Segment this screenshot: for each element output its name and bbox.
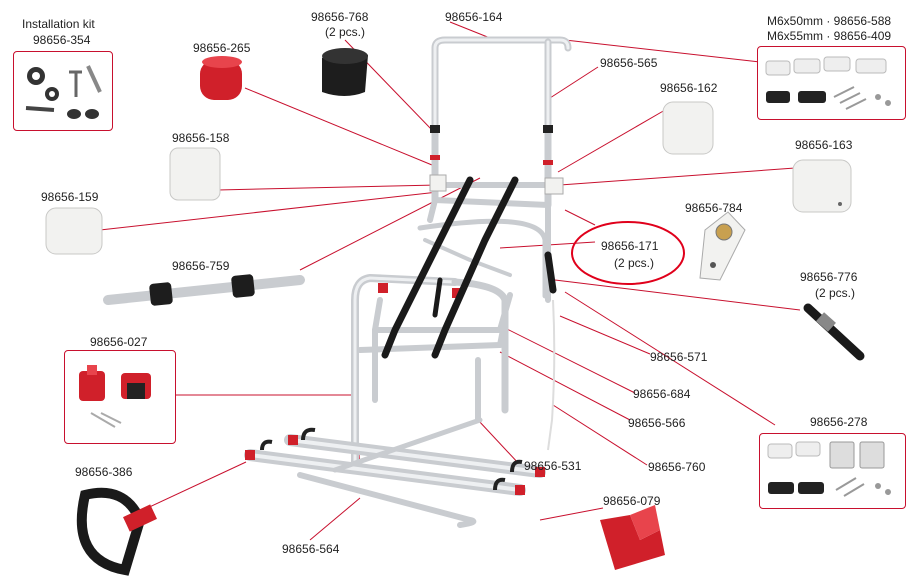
part-label-98656-386: 98656-386 xyxy=(75,465,133,479)
part-label-98656-768: 98656-768 xyxy=(311,10,369,24)
red-holder-079 xyxy=(600,505,665,570)
frame-accents xyxy=(245,125,564,495)
part-label-98656-027: 98656-027 xyxy=(90,335,148,349)
part-label-98656-571: 98656-571 xyxy=(650,350,708,364)
installation-kit-box xyxy=(13,51,113,131)
strap-loop-386 xyxy=(76,487,157,576)
part-qty-98656-171: (2 pcs.) xyxy=(614,256,655,270)
part-label-98656-354: 98656-354 xyxy=(33,33,91,47)
bolt-label-m6x55: M6x55mm · 98656-409 xyxy=(767,29,892,43)
installation-kit-title: Installation kit xyxy=(22,17,95,31)
part-label-98656-159: 98656-159 xyxy=(41,190,99,204)
bracket-278-icon xyxy=(767,441,891,497)
white-cap-159 xyxy=(45,207,103,255)
leader-lines xyxy=(99,21,801,541)
knob-784 xyxy=(699,211,746,281)
strap-776 xyxy=(803,303,865,361)
part-label-98656-163: 98656-163 xyxy=(795,138,853,152)
cable xyxy=(547,299,556,451)
white-cap-162 xyxy=(662,101,714,155)
part-label-98656-158: 98656-158 xyxy=(172,131,230,145)
frame-straps xyxy=(381,176,557,359)
part-qty-98656-768: (2 pcs.) xyxy=(325,25,366,39)
part-label-98656-531: 98656-531 xyxy=(524,459,582,473)
part-label-98656-079: 98656-079 xyxy=(603,494,661,508)
bracket-kit-box-278 xyxy=(759,433,906,509)
bracket-027-icon xyxy=(79,365,151,428)
rubber-block-768 xyxy=(322,48,368,96)
part-label-98656-278: 98656-278 xyxy=(810,415,868,429)
part-label-98656-265: 98656-265 xyxy=(193,41,251,55)
gear-icon xyxy=(25,65,102,119)
part-label-98656-565: 98656-565 xyxy=(600,56,658,70)
white-cap-158 xyxy=(169,147,221,201)
part-qty-98656-776: (2 pcs.) xyxy=(815,286,856,300)
part-label-98656-162: 98656-162 xyxy=(660,81,718,95)
red-cap-265 xyxy=(200,56,242,100)
part-label-98656-566: 98656-566 xyxy=(628,416,686,430)
part-label-98656-164: 98656-164 xyxy=(445,10,503,24)
part-label-98656-564: 98656-564 xyxy=(282,542,340,556)
part-label-98656-784: 98656-784 xyxy=(685,201,743,215)
bolt-kit-box xyxy=(757,46,906,120)
part-label-98656-760: 98656-760 xyxy=(648,460,706,474)
highlight-ring xyxy=(571,221,685,285)
white-cap-163 xyxy=(792,159,852,213)
bar-759 xyxy=(103,274,305,306)
bolt-label-m6x50: M6x50mm · 98656-588 xyxy=(767,14,892,28)
part-label-98656-684: 98656-684 xyxy=(633,387,691,401)
bracket-kit-box-027 xyxy=(64,350,176,444)
wheel-holders xyxy=(260,427,523,491)
part-label-98656-776: 98656-776 xyxy=(800,270,858,284)
bolt-kit-icon xyxy=(765,56,891,110)
part-label-98656-759: 98656-759 xyxy=(172,259,230,273)
part-label-98656-171: 98656-171 xyxy=(601,239,659,253)
